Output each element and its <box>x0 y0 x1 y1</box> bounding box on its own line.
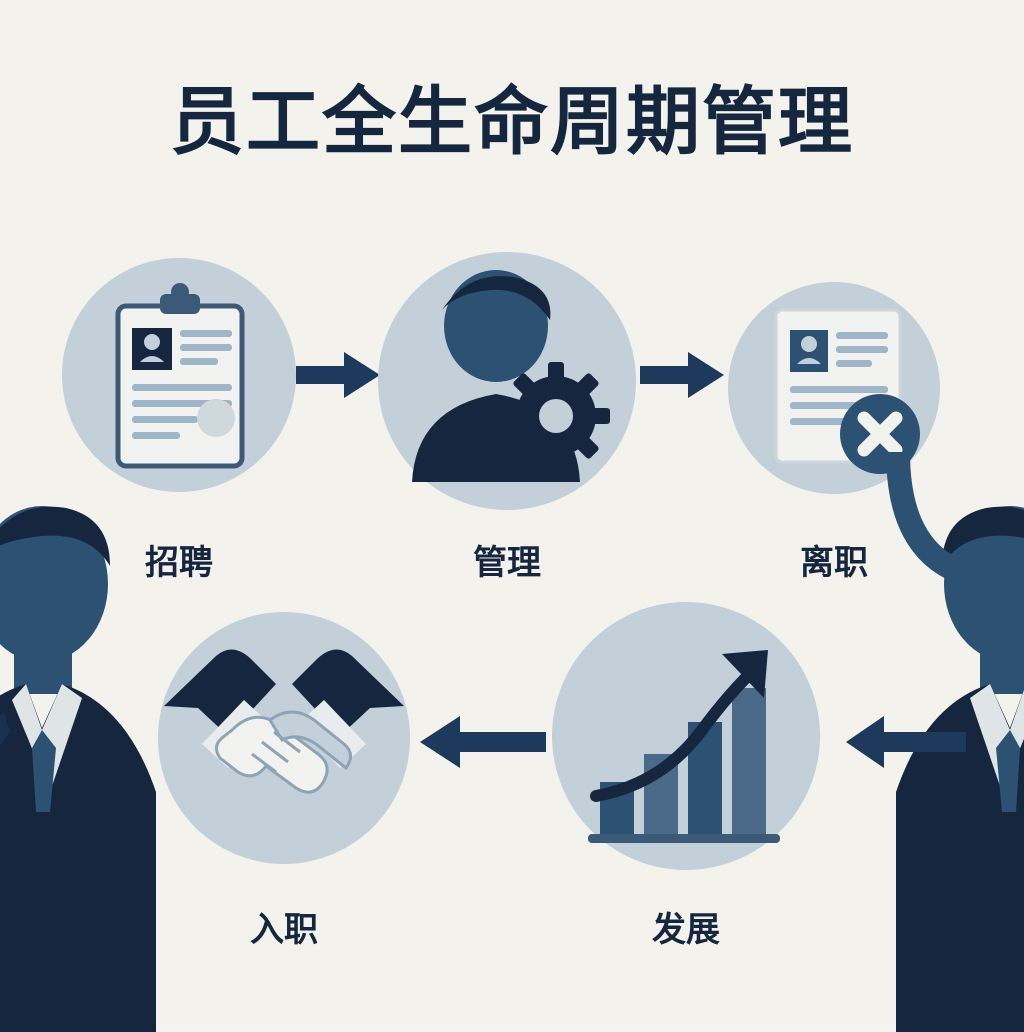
node-develop-label: 发展 <box>652 910 720 950</box>
node-manage-label: 管理 <box>473 543 541 583</box>
handshake-icon <box>158 612 410 864</box>
node-onboard-label: 入职 <box>250 910 318 950</box>
arrow-recruit-to-manage <box>296 348 382 406</box>
clipboard-resume-icon <box>62 258 296 492</box>
businessman-silhouette-left <box>0 492 180 1032</box>
businessman-silhouette-right <box>890 492 1024 1032</box>
page-title: 员工全生命周期管理 <box>170 79 854 165</box>
person-gear-icon <box>378 252 636 510</box>
arrow-manage-to-offboard <box>640 348 726 406</box>
node-develop-circle <box>552 602 820 870</box>
bar-chart-growth-icon <box>552 602 820 870</box>
arrow-develop-to-onboard <box>420 712 546 772</box>
node-offboard-label: 离职 <box>800 543 868 583</box>
node-recruit-label: 招聘 <box>145 543 213 583</box>
connector-offboard-curve <box>884 452 1004 772</box>
arrow-offboard-to-develop <box>846 712 966 772</box>
